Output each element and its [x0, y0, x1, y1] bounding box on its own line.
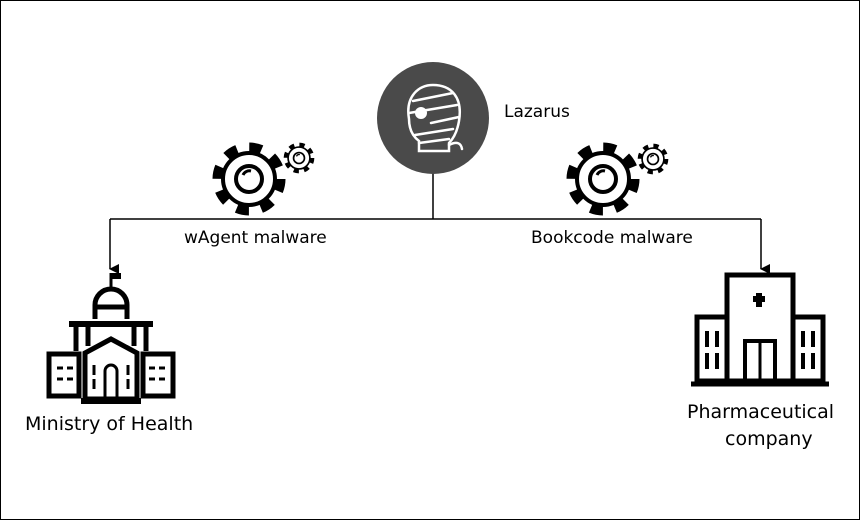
malware-label-bookcode: Bookcode malware [531, 228, 693, 248]
actor-label: Lazarus [504, 102, 570, 122]
target-label-pharma-line2: company [725, 428, 813, 450]
gear-icon-left [218, 145, 312, 210]
government-building-icon [46, 273, 176, 404]
target-label-pharma-line1: Pharmaceutical [687, 401, 835, 423]
mummy-icon [377, 62, 489, 174]
malware-label-wagent: wAgent malware [184, 228, 327, 248]
hospital-icon [691, 272, 829, 387]
gear-icon-right [572, 146, 666, 210]
target-label-ministry: Ministry of Health [25, 413, 194, 435]
connector-lines [109, 171, 770, 274]
